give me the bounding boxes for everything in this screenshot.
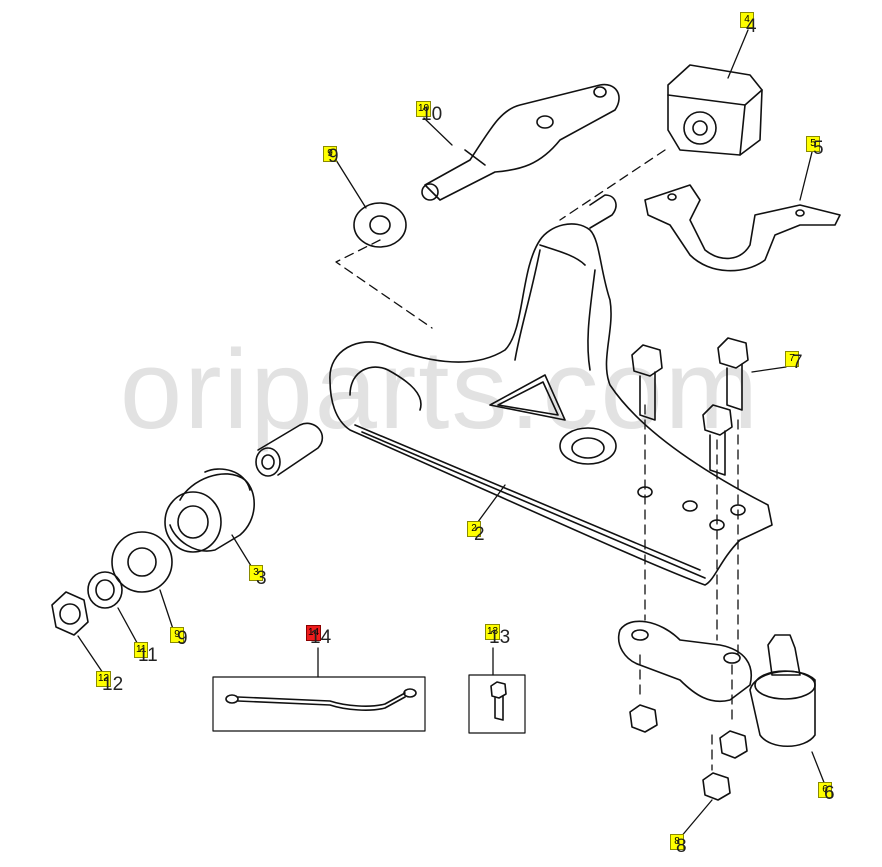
callout-10-number: 10 — [421, 104, 443, 125]
ball-joint-nuts — [629, 704, 748, 801]
part-13-box — [468, 674, 526, 734]
callout-5-number: 5 — [813, 138, 824, 159]
callout-4-marker[interactable]: 4 — [740, 12, 754, 28]
lower-control-arm — [329, 194, 773, 586]
callout-8-marker[interactable]: 8 — [670, 834, 684, 850]
callout-14-number: 14 — [310, 627, 332, 648]
hex-nut — [51, 591, 89, 636]
bushing-clamp — [644, 184, 841, 272]
callout-9-upper-marker[interactable]: 9 — [323, 146, 337, 162]
callout-13-marker[interactable]: 13 — [485, 624, 501, 640]
callout-4-number: 4 — [746, 16, 757, 37]
front-bracket — [421, 83, 620, 201]
callout-7-number: 7 — [792, 352, 803, 373]
rear-bushing — [667, 64, 763, 156]
bushing — [164, 468, 255, 553]
callout-8-number: 8 — [676, 836, 687, 857]
ball-joint — [618, 620, 816, 747]
callout-9-lower-marker[interactable]: 9 — [170, 627, 184, 643]
bolts — [631, 337, 749, 476]
callout-5-marker[interactable]: 5 — [806, 136, 820, 152]
callout-10-marker[interactable]: 10 — [416, 101, 432, 117]
callout-7-marker[interactable]: 7 — [785, 351, 799, 367]
callout-11-marker[interactable]: 11 — [134, 642, 149, 658]
callout-6-marker[interactable]: 6 — [818, 782, 832, 798]
lock-washer — [87, 571, 123, 609]
callout-13-number: 13 — [489, 627, 511, 648]
assembly-dashed-lines — [335, 149, 739, 771]
callout-9-upper-number: 9 — [328, 146, 339, 167]
callout-11-number: 11 — [138, 645, 158, 666]
washer-upper — [353, 202, 407, 248]
callout-2-number: 2 — [474, 524, 485, 545]
part-14-box — [212, 676, 426, 732]
callout-3-number: 3 — [256, 568, 267, 589]
callout-9-lower-number: 9 — [177, 628, 188, 649]
callout-6-number: 6 — [824, 783, 835, 804]
bushing-sleeve — [255, 422, 324, 477]
callout-12-marker[interactable]: 12 — [96, 671, 112, 687]
callout-2-marker[interactable]: 2 — [467, 521, 481, 537]
callout-14-marker[interactable]: 14 — [306, 625, 322, 641]
washer-lower — [111, 531, 173, 593]
callout-3-marker[interactable]: 3 — [249, 565, 263, 581]
callout-12-number: 12 — [102, 674, 124, 695]
